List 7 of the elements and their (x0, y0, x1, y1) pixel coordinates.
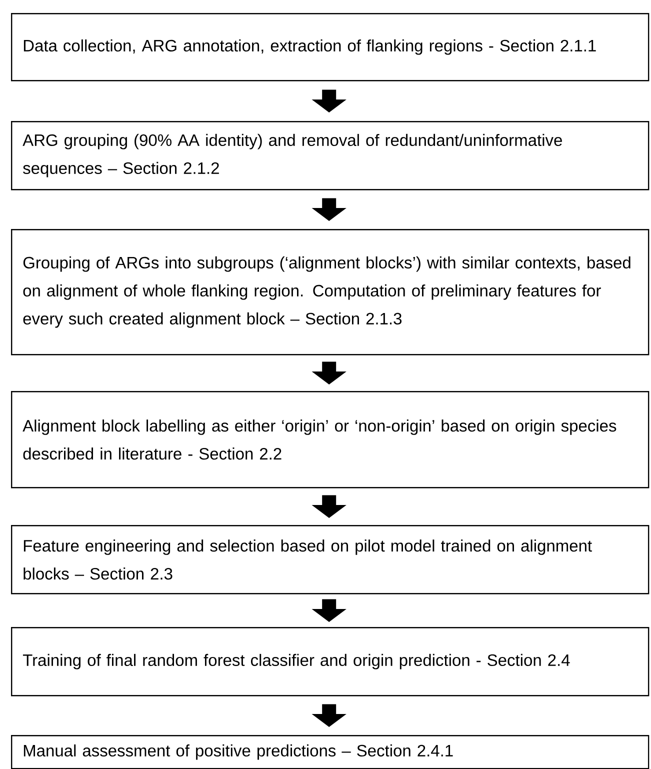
process-box: Grouping of ARGs into subgroups (‘alignment blocks’) with similar contexts, based on alignment of whole flanking region. Computation of preliminary features for every such created alignment block – Section 2.1.3 (11, 229, 650, 356)
process-box: Feature engineering and selection based on pilot model trained on alignment blocks – Section 2.3 (11, 525, 650, 594)
process-box: Manual assessment of positive predictions – Section 2.4.1 (11, 735, 650, 769)
process-box: Alignment block labelling as either ‘origin’ or ‘non-origin’ based on origin species described in literature - Section 2.2 (11, 391, 650, 488)
process-box: Training of final random forest classifier and origin prediction - Section 2.4 (11, 627, 650, 696)
process-box: ARG grouping (90% AA identity) and removal of redundant/uninformative sequences – Section 2.1.2 (11, 121, 650, 190)
process-box: Data collection, ARG annotation, extraction of flanking regions - Section 2.1.1 (11, 13, 650, 82)
